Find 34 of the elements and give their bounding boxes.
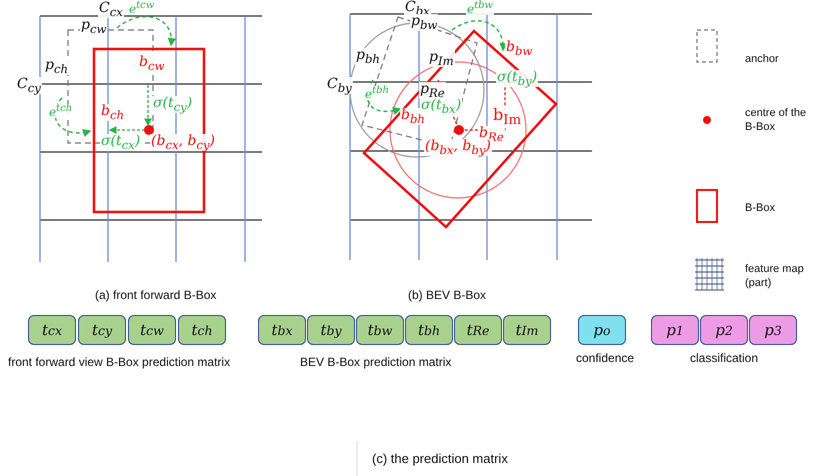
math-label: σ(t$_{cy}$) (152, 96, 194, 114)
math-label: σ(t$_{bx}$) (420, 98, 462, 116)
math-label: (b$_{bx}$, b$_{by}$) (424, 139, 492, 156)
math-label: p$_{ch}$ (44, 58, 70, 76)
math-label: p$_{Re}$ (419, 82, 446, 100)
math-label: b$_{bw}$ (505, 40, 534, 58)
math-label: e$^{tbh}$ (364, 86, 390, 100)
legend-label: anchor (745, 53, 780, 67)
math-label: p$_{bw}$ (410, 14, 438, 32)
legend-label: B-Box (745, 202, 776, 216)
caption-text: front forward view B-Box prediction matrix (8, 356, 230, 368)
caption-text: BEV B-Box prediction matrix (300, 356, 452, 368)
legend-label: centre of the B-Box (745, 107, 808, 134)
legend-label: feature map (part) (745, 263, 805, 290)
math-label: (b$_{cx}$, b$_{cy}$) (150, 134, 216, 152)
math-label: b$_{ch}$ (100, 104, 126, 122)
math-label: σ(t$_{cx}$) (100, 134, 142, 152)
math-label: b$_{cw}$ (138, 55, 166, 72)
math-label: σ(t$_{by}$) (496, 70, 538, 88)
math-label: C$_{cx}$ (98, 1, 124, 18)
math-label: p$_{bh}$ (355, 48, 381, 66)
caption-text: (b) BEV B-Box (408, 289, 486, 301)
math-label: p$_{Im}$ (428, 50, 455, 68)
math-label: e$^{tch}$ (48, 104, 74, 118)
caption-text: (a) front forward B-Box (95, 289, 216, 301)
math-label: e$^{tbw}$ (466, 1, 494, 15)
math-label: C$_{by}$ (326, 77, 353, 94)
caption-text: classification (690, 352, 758, 364)
math-label: b$_{bh}$ (400, 108, 426, 126)
math-label: b$_{Im}$ (492, 107, 522, 128)
math-label: e$^{tcw}$ (128, 1, 156, 15)
caption-text: confidence (576, 352, 634, 364)
caption-text: (c) the prediction matrix (372, 452, 508, 465)
math-label: C$_{cy}$ (16, 77, 42, 94)
